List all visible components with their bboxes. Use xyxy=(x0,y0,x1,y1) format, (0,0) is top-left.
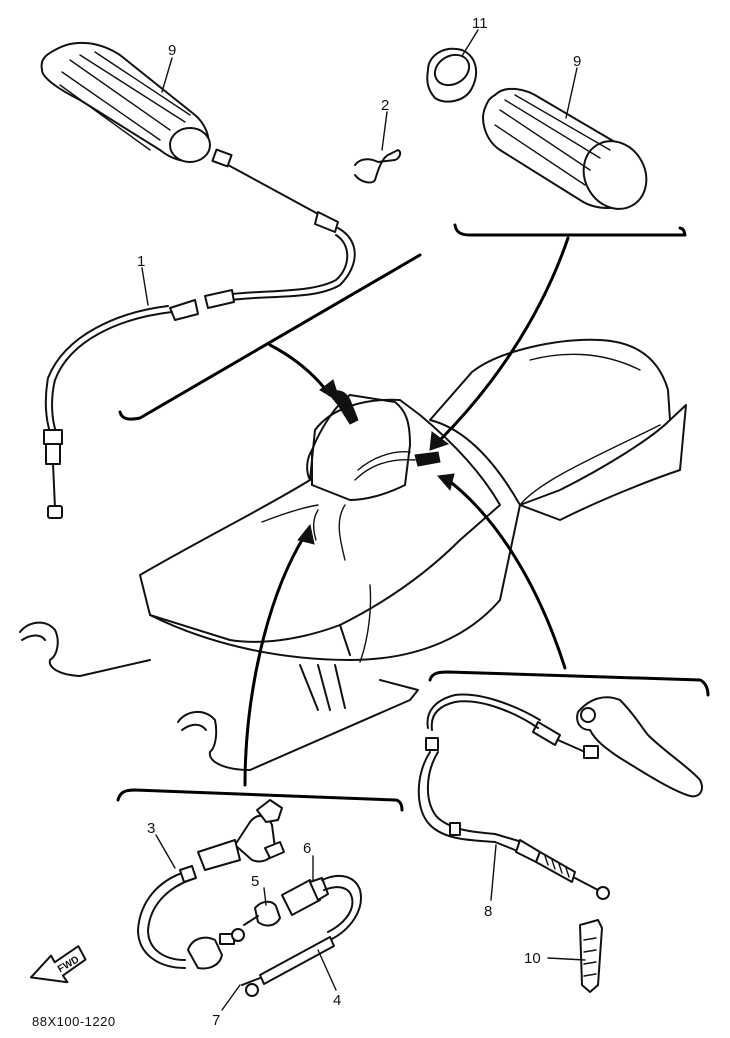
callout-6: 6 xyxy=(303,840,311,857)
grip-ring xyxy=(426,47,478,103)
diagram-code: 88X100-1220 xyxy=(32,1014,116,1029)
callout-2: 2 xyxy=(381,97,389,114)
switch-assembly xyxy=(137,799,362,997)
pointer-arrows xyxy=(243,236,570,787)
group-brackets xyxy=(116,223,710,812)
callout-9-left: 9 xyxy=(168,42,176,59)
brake-lever-assembly xyxy=(417,693,703,993)
snowmobile-body xyxy=(19,338,687,771)
throttle-cable xyxy=(43,148,356,519)
callout-5: 5 xyxy=(251,873,259,890)
callout-3: 3 xyxy=(147,820,155,837)
callout-11: 11 xyxy=(472,15,488,32)
cable-clip xyxy=(354,149,402,184)
grip-left xyxy=(40,41,211,163)
callout-4: 4 xyxy=(333,992,341,1009)
fwd-arrow: FWD xyxy=(29,945,87,984)
callout-9-right: 9 xyxy=(573,53,581,70)
callout-1: 1 xyxy=(137,253,145,270)
grip-right xyxy=(482,87,648,210)
callout-10: 10 xyxy=(524,950,541,967)
callout-labels: 9 2 11 9 1 3 5 6 7 4 8 10 xyxy=(137,15,581,1029)
callout-7: 7 xyxy=(212,1012,220,1029)
callout-8: 8 xyxy=(484,903,492,920)
leader-lines xyxy=(141,29,586,1011)
